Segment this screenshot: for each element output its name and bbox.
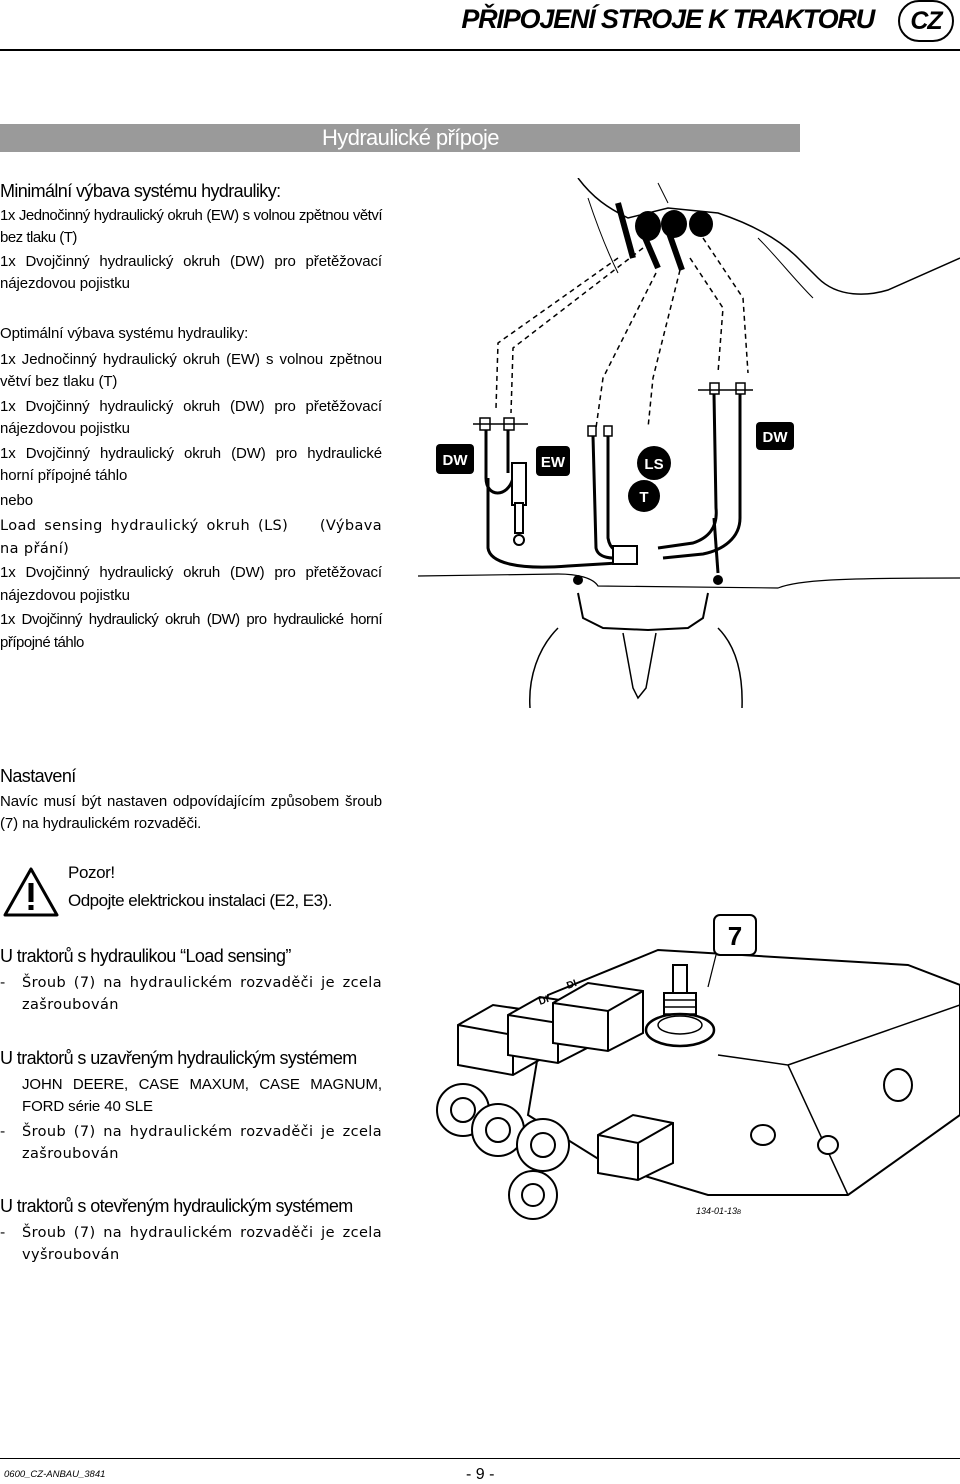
minimum-equipment-line-2: 1x Dvojčinný hydraulický okruh (DW) pro … bbox=[0, 252, 382, 293]
open-system-item: - Šroub (7) na hydraulickém rozvaděči je… bbox=[0, 1222, 382, 1267]
svg-text:7: 7 bbox=[728, 921, 742, 951]
optimal-equipment-line-3: 1x Dvojčinný hydraulický okruh (DW) pro … bbox=[0, 444, 382, 485]
svg-text:DW: DW bbox=[763, 429, 789, 446]
adjusting-screw-7 bbox=[644, 938, 721, 1048]
dw-right-label: DW bbox=[756, 422, 794, 450]
closed-system-models: JOHN DEERE, CASE MAXUM, CASE MAGNUM, FOR… bbox=[22, 1075, 382, 1116]
open-system-heading: U traktorů s otevřeným hydraulickým syst… bbox=[0, 1196, 353, 1216]
optimal-equipment-section: Optimální výbava systému hydrauliky: 1x … bbox=[0, 323, 388, 654]
minimum-equipment-section: Minimální výbava systému hydrauliky: 1x … bbox=[0, 180, 383, 296]
list-dash: - bbox=[0, 1224, 6, 1241]
section-banner: Hydraulické přípoje bbox=[0, 124, 800, 152]
svg-text:EW: EW bbox=[541, 454, 566, 471]
ls-label: LS bbox=[637, 446, 671, 480]
hydraulic-valve-block-diagram: DI DI 7 134-01-13B bbox=[436, 914, 960, 1220]
open-system-section: U traktorů s otevřeným hydraulickým syst… bbox=[0, 1195, 382, 1267]
settings-heading: Nastavení bbox=[0, 766, 76, 786]
language-badge: CZ bbox=[898, 0, 954, 42]
closed-system-section: U traktorů s uzavřeným hydraulickým syst… bbox=[0, 1047, 382, 1166]
optimal-equipment-heading: Optimální výbava systému hydrauliky: bbox=[0, 325, 249, 342]
dw-left-label: DW bbox=[436, 444, 474, 474]
load-sensing-item-text: Šroub (7) na hydraulickém rozvaděči je z… bbox=[22, 974, 382, 1014]
list-dash: - bbox=[0, 974, 6, 991]
page-header-title: PŘIPOJENÍ STROJE K TRAKTORU bbox=[461, 4, 875, 34]
section-banner-title: Hydraulické přípoje bbox=[322, 125, 500, 150]
footer-document-code: 0600_CZ-ANBAU_3841 bbox=[4, 1469, 106, 1480]
optimal-equipment-or: nebo bbox=[0, 491, 33, 509]
minimum-equipment-heading: Minimální výbava systému hydrauliky: bbox=[0, 181, 281, 201]
svg-text:DW: DW bbox=[443, 452, 469, 469]
ew-label: EW bbox=[536, 446, 570, 476]
optimal-equipment-line-2: 1x Dvojčinný hydraulický okruh (DW) pro … bbox=[0, 397, 382, 438]
closed-system-item: - Šroub (7) na hydraulickém rozvaděči je… bbox=[0, 1121, 382, 1166]
footer-page-number: - 9 - bbox=[466, 1466, 495, 1483]
load-sensing-item: - Šroub (7) na hydraulickém rozvaděči je… bbox=[0, 972, 382, 1017]
svg-text:T: T bbox=[639, 489, 648, 506]
optimal-equipment-line-6: 1x Dvojčinný hydraulický okruh (DW) pro … bbox=[0, 611, 383, 651]
header-divider bbox=[0, 49, 960, 51]
warning-title: Pozor! bbox=[68, 863, 115, 882]
settings-section: Nastavení Navíc musí být nastaven odpoví… bbox=[0, 765, 382, 836]
settings-text: Navíc musí být nastaven odpovídajícím zp… bbox=[0, 792, 382, 833]
figure-code: 134-01-13B bbox=[696, 1206, 741, 1216]
t-label: T bbox=[628, 480, 660, 512]
warning-triangle-icon bbox=[3, 867, 59, 917]
hydraulic-couplings-diagram: DW EW LS T DW bbox=[418, 178, 960, 708]
solenoid-coils bbox=[457, 981, 674, 1182]
control-levers bbox=[615, 202, 713, 271]
closed-system-heading: U traktorů s uzavřeným hydraulickým syst… bbox=[0, 1048, 357, 1068]
svg-text:LS: LS bbox=[644, 456, 663, 473]
closed-system-item-text: Šroub (7) na hydraulickém rozvaděči je z… bbox=[22, 1123, 382, 1163]
open-system-item-text: Šroub (7) na hydraulickém rozvaděči je z… bbox=[22, 1224, 382, 1264]
footer-divider bbox=[0, 1458, 960, 1459]
optimal-equipment-line-1: 1x Jednočinný hydraulický okruh (EW) s v… bbox=[0, 350, 382, 391]
list-dash: - bbox=[0, 1123, 6, 1140]
callout-7: 7 bbox=[713, 914, 757, 956]
load-sensing-section: U traktorů s hydraulikou “Load sensing” … bbox=[0, 945, 382, 1017]
load-sensing-heading: U traktorů s hydraulikou “Load sensing” bbox=[0, 946, 291, 966]
valve-mark-1: DI bbox=[537, 994, 550, 1008]
valve-knobs bbox=[436, 1083, 570, 1220]
warning-text: Odpojte elektrickou instalaci (E2, E3). bbox=[68, 891, 332, 910]
minimum-equipment-line-1: 1x Jednočinný hydraulický okruh (EW) s v… bbox=[0, 206, 383, 247]
optimal-equipment-line-5: 1x Dvojčinný hydraulický okruh (DW) pro … bbox=[0, 564, 382, 604]
valve-mark-2: DI bbox=[565, 978, 578, 992]
optimal-equipment-line-4: Load sensing hydraulický okruh (LS) (Výb… bbox=[0, 518, 388, 557]
